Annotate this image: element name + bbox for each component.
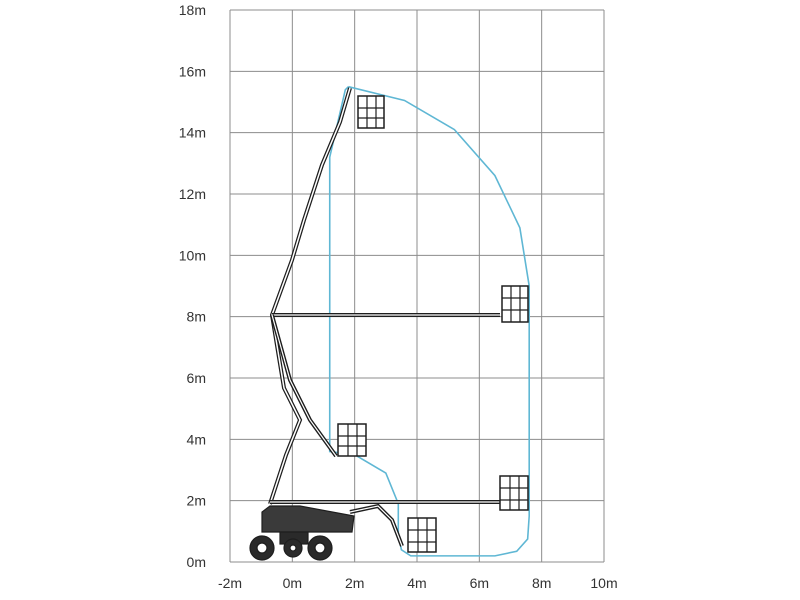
x-tick-label: 4m (407, 575, 426, 591)
boom-lift-drawing (249, 87, 529, 561)
platform-basket (337, 423, 367, 457)
platform-basket (499, 475, 529, 511)
x-axis-labels: -2m 0m 2m 4m 6m 8m 10m (218, 575, 618, 591)
boom-low-inner (349, 505, 403, 547)
y-tick-label: 16m (179, 63, 206, 79)
x-tick-label: 10m (590, 575, 617, 591)
y-tick-label: 18m (179, 2, 206, 18)
y-tick-label: 6m (187, 370, 206, 386)
platform-basket (357, 95, 385, 129)
y-tick-label: 10m (179, 247, 206, 263)
x-tick-label: 2m (345, 575, 364, 591)
lift-chassis (249, 505, 355, 561)
y-tick-label: 4m (187, 431, 206, 447)
x-tick-label: 0m (283, 575, 302, 591)
x-tick-label: 6m (470, 575, 489, 591)
boom-mid-inner (271, 314, 337, 457)
platform-basket (501, 285, 529, 323)
boom-top-inner (269, 87, 351, 505)
y-axis-labels: 0m 2m 4m 6m 8m 10m 12m 14m 16m 18m (179, 2, 206, 570)
platform-basket (407, 517, 437, 553)
y-tick-label: 8m (187, 309, 206, 325)
y-tick-label: 14m (179, 125, 206, 141)
y-tick-label: 12m (179, 186, 206, 202)
y-tick-label: 0m (187, 554, 206, 570)
y-tick-label: 2m (187, 493, 206, 509)
x-tick-label: -2m (218, 575, 242, 591)
grid (229, 9, 605, 563)
x-tick-label: 8m (532, 575, 551, 591)
